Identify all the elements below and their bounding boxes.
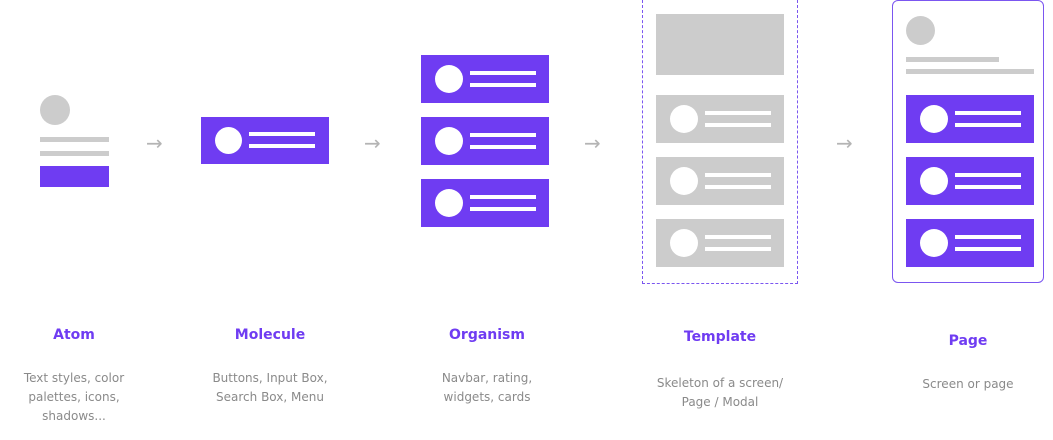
description-line: widgets, cards [443,390,531,404]
description-line: shadows... [42,409,106,423]
template-frame [642,0,798,284]
description-line: Buttons, Input Box, [212,371,328,385]
organism-line [470,195,536,199]
organism-line [470,83,536,87]
atom-text-line [40,151,109,156]
arrow-icon: → [364,131,381,155]
template-line [705,185,771,189]
page-card [906,157,1034,205]
organism-card [421,55,549,103]
stage-description-template: Skeleton of a screen/ Page / Modal [635,374,805,412]
template-avatar [670,105,698,133]
description-line: Screen or page [922,377,1014,391]
page-avatar-placeholder [906,16,935,45]
page-card-avatar [920,229,948,257]
organism-avatar [435,189,463,217]
page-card-line [955,123,1021,127]
stage-title-molecule: Molecule [234,327,306,343]
molecule-line [249,132,315,136]
page-card [906,219,1034,267]
stage-description-molecule: Buttons, Input Box, Search Box, Menu [185,369,355,407]
organism-line [470,145,536,149]
molecule-line [249,144,315,148]
arrow-icon: → [836,131,853,155]
template-avatar [670,229,698,257]
stage-title-atom: Atom [53,327,95,343]
page-frame [892,0,1044,283]
template-line [705,235,771,239]
organism-avatar [435,65,463,93]
page-card [906,95,1034,143]
organism-line [470,71,536,75]
template-card [656,157,784,205]
page-text-line [906,69,1034,74]
arrow-icon: → [584,131,601,155]
description-line: Search Box, Menu [216,390,324,404]
page-card-line [955,247,1021,251]
page-card-avatar [920,167,948,195]
page-card-line [955,173,1021,177]
description-line: palettes, icons, [28,390,120,404]
description-line: Navbar, rating, [441,371,533,385]
organism-line [470,133,536,137]
molecule-avatar [215,127,242,154]
arrow-icon: → [146,131,163,155]
stage-title-template: Template [683,329,757,345]
page-card-line [955,185,1021,189]
page-text-line [906,57,999,62]
description-line: Skeleton of a screen/ [656,376,784,390]
stage-description-atom: Text styles, color palettes, icons, shad… [0,369,159,426]
molecule-card [201,117,329,164]
page-card-line [955,111,1021,115]
description-line: Text styles, color [23,371,125,385]
organism-card [421,117,549,165]
description-line: Page / Modal [681,395,759,409]
atom-avatar-placeholder [40,95,70,125]
stage-description-organism: Navbar, rating, widgets, cards [402,369,572,407]
template-line [705,247,771,251]
atom-color-swatch [40,166,109,187]
stage-title-page: Page [948,333,988,349]
template-line [705,173,771,177]
template-avatar [670,167,698,195]
organism-card [421,179,549,227]
stage-description-page: Screen or page [883,375,1053,394]
template-header-block [656,14,784,75]
page-card-avatar [920,105,948,133]
page-card-line [955,235,1021,239]
stage-title-organism: Organism [449,327,525,343]
atom-text-line [40,137,109,142]
organism-avatar [435,127,463,155]
template-card [656,95,784,143]
template-card [656,219,784,267]
template-line [705,123,771,127]
organism-line [470,207,536,211]
template-line [705,111,771,115]
